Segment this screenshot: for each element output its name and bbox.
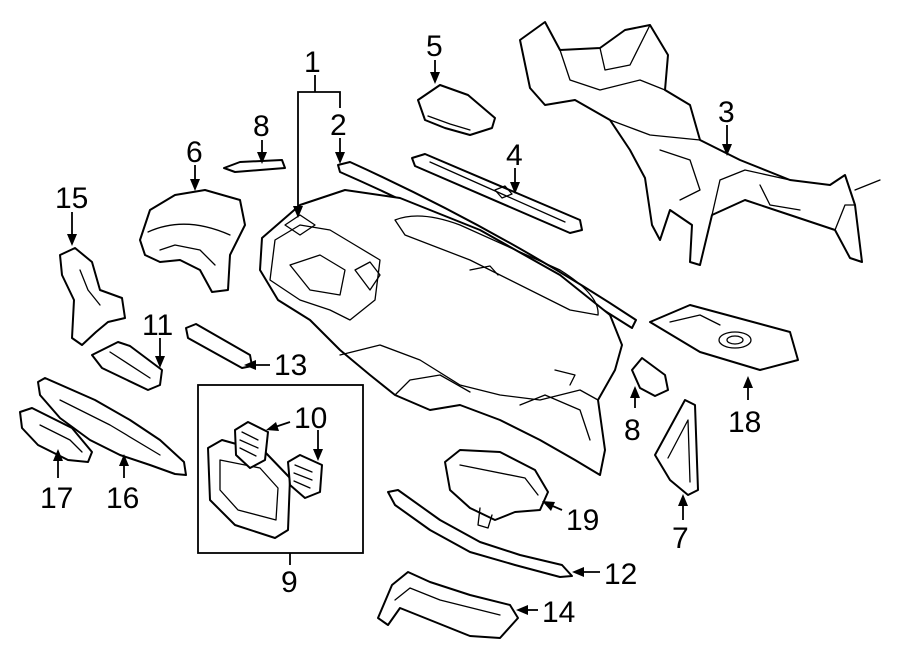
callout-3: 3: [718, 96, 735, 129]
callout-4: 4: [506, 139, 523, 172]
part-3-dash-reinforcement-beam: [519, 21, 881, 266]
part-19-airbag: [444, 449, 549, 529]
callout-labels: 1 2 3 4 5 6 8 15 11 13 10 9 16 17 19 12 …: [40, 30, 761, 629]
part-6-cluster-hood: [139, 189, 246, 293]
part-11-bracket: [91, 341, 163, 391]
callout-2: 2: [330, 109, 347, 142]
callout-12: 12: [604, 558, 637, 591]
part-14-lower-cover: [377, 571, 519, 639]
callout-11: 11: [142, 309, 173, 342]
callout-15: 15: [55, 182, 88, 215]
part-13-bar: [185, 323, 253, 369]
part-18-speaker-panel: [649, 304, 799, 371]
callout-9: 9: [281, 566, 298, 599]
callout-5: 5: [426, 30, 443, 63]
callout-8-lower: 8: [624, 414, 641, 447]
callout-18: 18: [728, 406, 761, 439]
part-17-lower-cover: [19, 407, 93, 463]
callout-8-upper: 8: [253, 110, 270, 143]
part-12-lower-trim: [387, 489, 573, 578]
part-8-end-trim: [631, 357, 669, 397]
callout-14: 14: [542, 596, 575, 629]
part-4-defroster-grille: [411, 153, 583, 234]
callout-10: 10: [294, 402, 327, 435]
part-7-side-cover: [654, 399, 699, 496]
part-8-upper-trim: [223, 159, 286, 173]
part-1-instrument-panel: [259, 189, 623, 476]
callout-17: 17: [40, 482, 73, 515]
callout-16: 16: [106, 482, 139, 515]
leader-lines: [53, 60, 753, 615]
part-5-cover: [417, 84, 496, 136]
callout-6: 6: [186, 136, 203, 169]
parts-9-10-inset-box: [197, 384, 364, 554]
callout-7: 7: [672, 522, 689, 555]
callout-1: 1: [304, 46, 321, 79]
part-16-lower-panel: [37, 377, 187, 476]
callout-19: 19: [566, 504, 599, 537]
callout-13: 13: [274, 349, 307, 382]
part-15-side-panel: [59, 247, 126, 346]
